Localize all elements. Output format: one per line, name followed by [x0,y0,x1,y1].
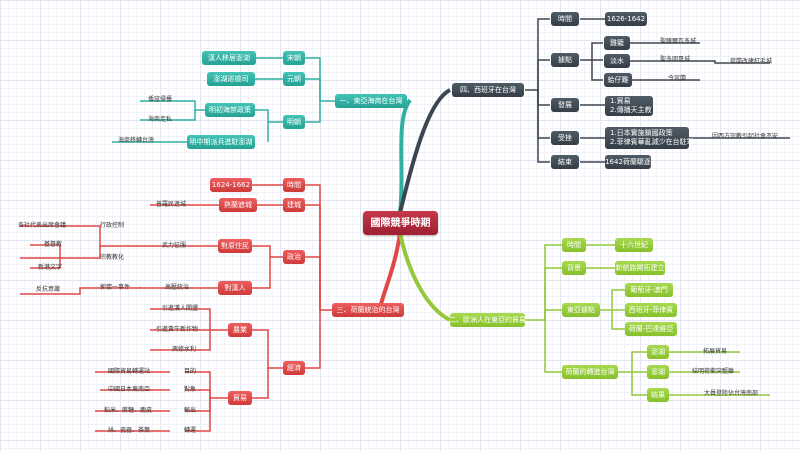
node-penghu-2[interactable]: 澎湖 [647,365,669,379]
leaf-danshui[interactable]: 聖多明哥城 [660,56,691,63]
leaf-wokou[interactable]: 倭寇侵擾 [148,96,173,103]
leaf-christianity[interactable]: 基督教 [44,241,63,248]
node-spain-end-val[interactable]: 1642荷蘭驅逐 [605,155,651,169]
leaf-trade-aim[interactable]: 目的 [184,368,197,375]
branch-spain-taiwan[interactable]: 四、西班牙在台灣 [452,83,524,97]
node-jilong[interactable]: 雞籠 [604,36,630,50]
node-native[interactable]: 對原住民 [218,239,252,253]
node-eu-bg[interactable]: 背景 [562,261,586,275]
node-eu-bg-val[interactable]: 新航路開拓建立 [615,261,665,275]
dev-line-1: 1.貿易 [610,97,631,105]
node-dutch-build[interactable]: 建城 [283,198,305,212]
node-spain-end[interactable]: 結束 [551,155,579,169]
dev-line-2: 2.傳播天主教 [610,106,652,114]
branch-european-trade[interactable]: 二、歐洲人在東亞的貿易 [449,313,526,327]
leaf-ganzhi[interactable]: 今宜蘭 [668,75,687,82]
leaf-provintia[interactable]: 普羅民遮城 [156,201,187,208]
node-result[interactable]: 結果 [647,388,669,402]
node-penghu-1[interactable]: 澎湖 [647,345,669,359]
leaf-trade-tr-val[interactable]: 絲、瓷器、茶葉 [108,427,151,434]
central-topic[interactable]: 國際競爭時期 [363,211,438,235]
node-yuan-leaf[interactable]: 澎湖巡檢司 [207,72,255,86]
leaf-religion[interactable]: 宗教教化 [100,254,125,261]
leaf-admin-meeting[interactable]: 各社代表出席會議 [18,222,67,229]
node-ming-army[interactable]: 明中期派兵進駐澎湖 [187,135,255,149]
leaf-trade-exp[interactable]: 輸出 [184,407,197,414]
leaf-merchants-move[interactable]: 海商移轉台灣 [118,137,155,144]
leaf-force-conquest[interactable]: 武力征服 [162,242,187,249]
leaf-sinkan-script[interactable]: 新港文字 [38,264,63,271]
setback-line-2: 2.菲律賓華亂減少在台駐軍 [610,138,694,146]
node-dutch-time-val[interactable]: 1624-1662 [210,178,252,192]
node-song-leaf[interactable]: 漢人移居澎湖 [202,51,256,65]
leaf-setback[interactable]: 因西方宗教引起社會不安 [712,133,779,140]
branch-east-asia-merchants[interactable]: 一、東亞海商在台灣 [335,94,407,108]
node-song[interactable]: 宋朝 [283,51,305,65]
node-spain-dev[interactable]: 發展 [551,98,579,112]
node-dutch-batavia[interactable]: 荷蘭-巴達維亞 [625,322,677,336]
node-trade[interactable]: 貿易 [228,391,252,405]
leaf-oppression[interactable]: 高壓統治 [165,284,190,291]
setback-line-1: 1.日本實施鎖國政策 [610,129,673,137]
leaf-ming-dutch-conflict[interactable]: 結明荷衝突驅離 [692,368,735,375]
branch-dutch-rule[interactable]: 三、荷蘭統治的台灣 [332,303,404,317]
leaf-trade-obj-val[interactable]: 中國日本東南亞 [108,386,151,393]
node-spain-time[interactable]: 時間 [551,12,579,26]
node-spain-setback-val[interactable]: 1.日本實施鎖國政策 2.菲律賓華亂減少在台駐軍 [605,127,694,149]
node-ganzhi[interactable]: 蛤仔難 [604,73,632,87]
leaf-expand-trade[interactable]: 拓展貿易 [703,348,728,355]
node-east-asia-bases[interactable]: 東亞據點 [562,303,600,317]
node-spain-time-val[interactable]: 1626-1642 [605,12,647,26]
leaf-trade-exp-val[interactable]: 稻米、蔗糖、鹿皮 [104,407,153,414]
leaf-trade-obj[interactable]: 對象 [184,386,197,393]
leaf-smuggling[interactable]: 海商走私 [148,116,173,123]
node-portugal-macau[interactable]: 葡萄牙-澳門 [625,283,673,297]
node-dutch-gov[interactable]: 政治 [283,250,305,264]
node-spain-dev-val[interactable]: 1.貿易 2.傳播天主教 [605,96,653,116]
leaf-guo-incident[interactable]: 郭懷一事件 [100,284,131,291]
node-dutch-build-val[interactable]: 熱蘭遮城 [219,198,257,212]
leaf-jilong[interactable]: 聖薩爾瓦多城 [660,38,697,45]
node-spain-philippines[interactable]: 西班牙-菲律賓 [625,303,677,317]
node-spain-base[interactable]: 據點 [551,53,579,67]
leaf-han-settlers[interactable]: 引進漢人開墾 [162,305,199,312]
leaf-trade-tr[interactable]: 轉運 [184,427,197,434]
node-dutch-to-taiwan[interactable]: 荷蘭的轉進台灣 [562,365,618,379]
node-danshui[interactable]: 淡水 [604,54,630,68]
leaf-trade-aim-val[interactable]: 國際貿易轉運站 [108,368,151,375]
node-spain-setback[interactable]: 受挫 [551,131,579,145]
node-ming-policy[interactable]: 明初海禁政策 [205,103,255,117]
leaf-admin[interactable]: 行政控制 [100,222,125,229]
node-eu-time[interactable]: 時間 [562,238,586,252]
leaf-tayouan-landing[interactable]: 大員登陸佔台灣南部 [704,390,759,397]
leaf-cattle-crops[interactable]: 引進黃牛新作物 [156,326,199,333]
node-ming[interactable]: 明朝 [283,115,305,129]
leaf-irrigation[interactable]: 興修水利 [172,346,197,353]
node-agri[interactable]: 農業 [228,323,252,337]
node-dutch-econ[interactable]: 經濟 [283,361,305,375]
node-han[interactable]: 對漢人 [218,281,252,295]
leaf-resistance[interactable]: 反抗意識 [36,286,61,293]
node-yuan[interactable]: 元朝 [283,72,305,86]
leaf-danshui-2[interactable]: 荷蘭改建紅毛城 [730,58,773,65]
node-eu-time-val[interactable]: 十六世紀 [615,238,653,252]
node-dutch-time[interactable]: 時間 [283,178,305,192]
